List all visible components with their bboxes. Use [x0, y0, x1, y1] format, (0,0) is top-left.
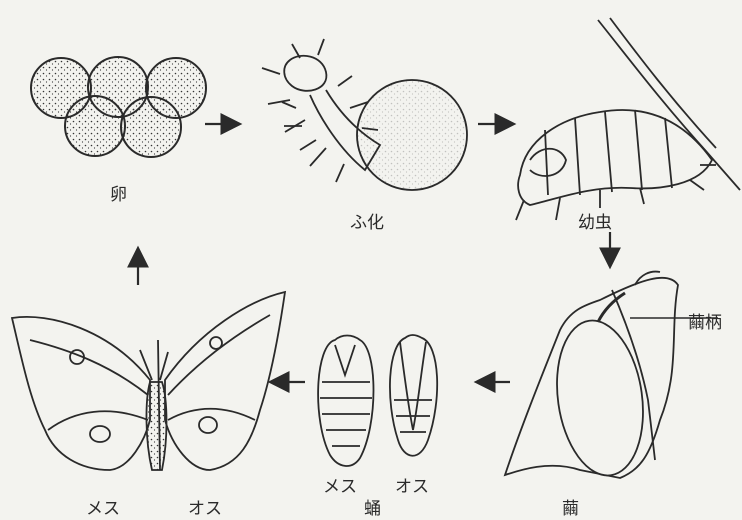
pupa-female-illustration [318, 336, 373, 466]
label-pupa-female: メス [323, 472, 357, 497]
label-pupa: 蛹 [364, 494, 381, 519]
label-adult-male: オス [188, 494, 222, 519]
larva-illustration [516, 18, 740, 220]
label-cocoon-stalk: 繭柄 [688, 308, 722, 333]
label-egg: 卵 [110, 180, 127, 205]
eggs-illustration [31, 57, 206, 157]
label-cocoon: 繭 [562, 494, 579, 519]
label-larva: 幼虫 [578, 208, 612, 233]
cocoon-illustration [505, 272, 718, 482]
adult-moth-illustration [12, 292, 285, 470]
label-adult-female: メス [86, 494, 120, 519]
label-hatching: ふ化 [350, 208, 384, 233]
label-pupa-male: オス [395, 472, 429, 497]
hatching-illustration [262, 39, 467, 190]
pupa-male-illustration [390, 335, 437, 456]
